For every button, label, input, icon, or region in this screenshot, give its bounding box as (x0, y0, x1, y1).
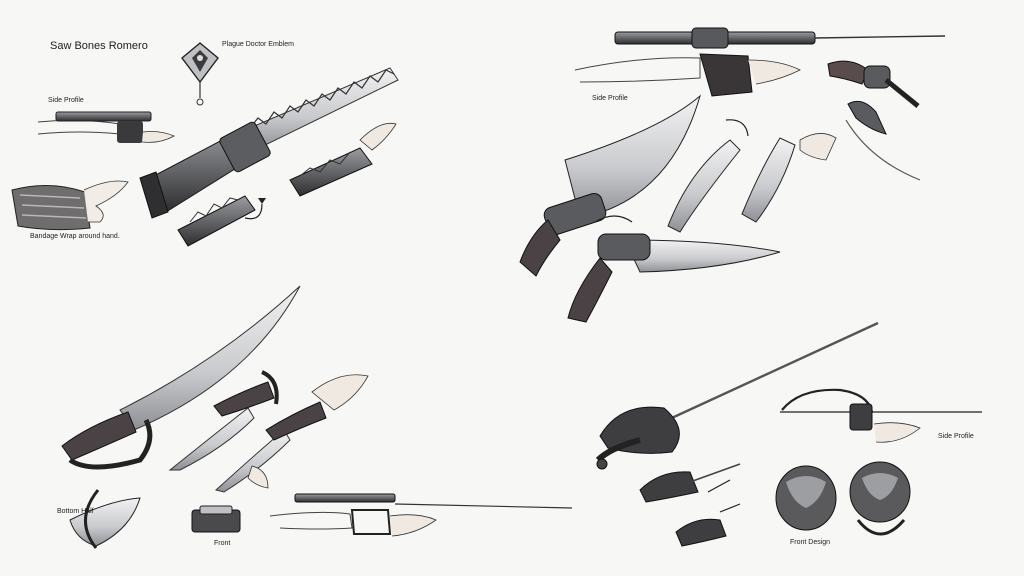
plague-doctor-emblem (181, 42, 219, 106)
revolver-side-profile (574, 27, 946, 97)
revolver-knife-open (567, 215, 781, 323)
curved-sword-main (61, 285, 301, 470)
curved-sword-group (61, 285, 573, 549)
revolver-detail-views (827, 60, 921, 181)
rapier-main (595, 321, 879, 470)
rapier-front-design (775, 461, 911, 536)
knife-sheath-views (667, 119, 837, 233)
guard-bottom-half (69, 489, 141, 549)
sword-hand-view-1 (168, 370, 279, 471)
rapier-side-profile (780, 388, 982, 443)
label-side-profile-2: Side Profile (592, 95, 628, 102)
revolver-knife-group (519, 27, 946, 323)
saw-weapon-group (11, 42, 399, 247)
saw-blade-main (139, 67, 399, 219)
label-side-profile-1: Side Profile (48, 97, 84, 104)
sword-hand-view-2 (214, 374, 369, 493)
sword-side-profile (269, 493, 573, 537)
saw-side-profile (37, 111, 175, 143)
label-plague-emblem: Plague Doctor Emblem (222, 41, 294, 48)
label-bandage-wrap: Bandage Wrap around hand. (30, 233, 120, 240)
bandaged-hand (11, 180, 129, 231)
rapier-group (595, 321, 982, 547)
label-front-design: Front Design (790, 539, 831, 546)
label-front: Front (214, 540, 231, 547)
sheet-title: Saw Bones Romero (50, 40, 148, 52)
guard-front (191, 505, 241, 533)
saw-gauntlet-hand (289, 122, 397, 197)
revolver-knife-main (519, 94, 701, 277)
label-bottom-half: Bottom Half (57, 508, 94, 515)
saw-folded (177, 195, 266, 247)
rapier-hilt-views (639, 463, 741, 547)
label-side-profile-3: Side Profile (938, 433, 974, 440)
